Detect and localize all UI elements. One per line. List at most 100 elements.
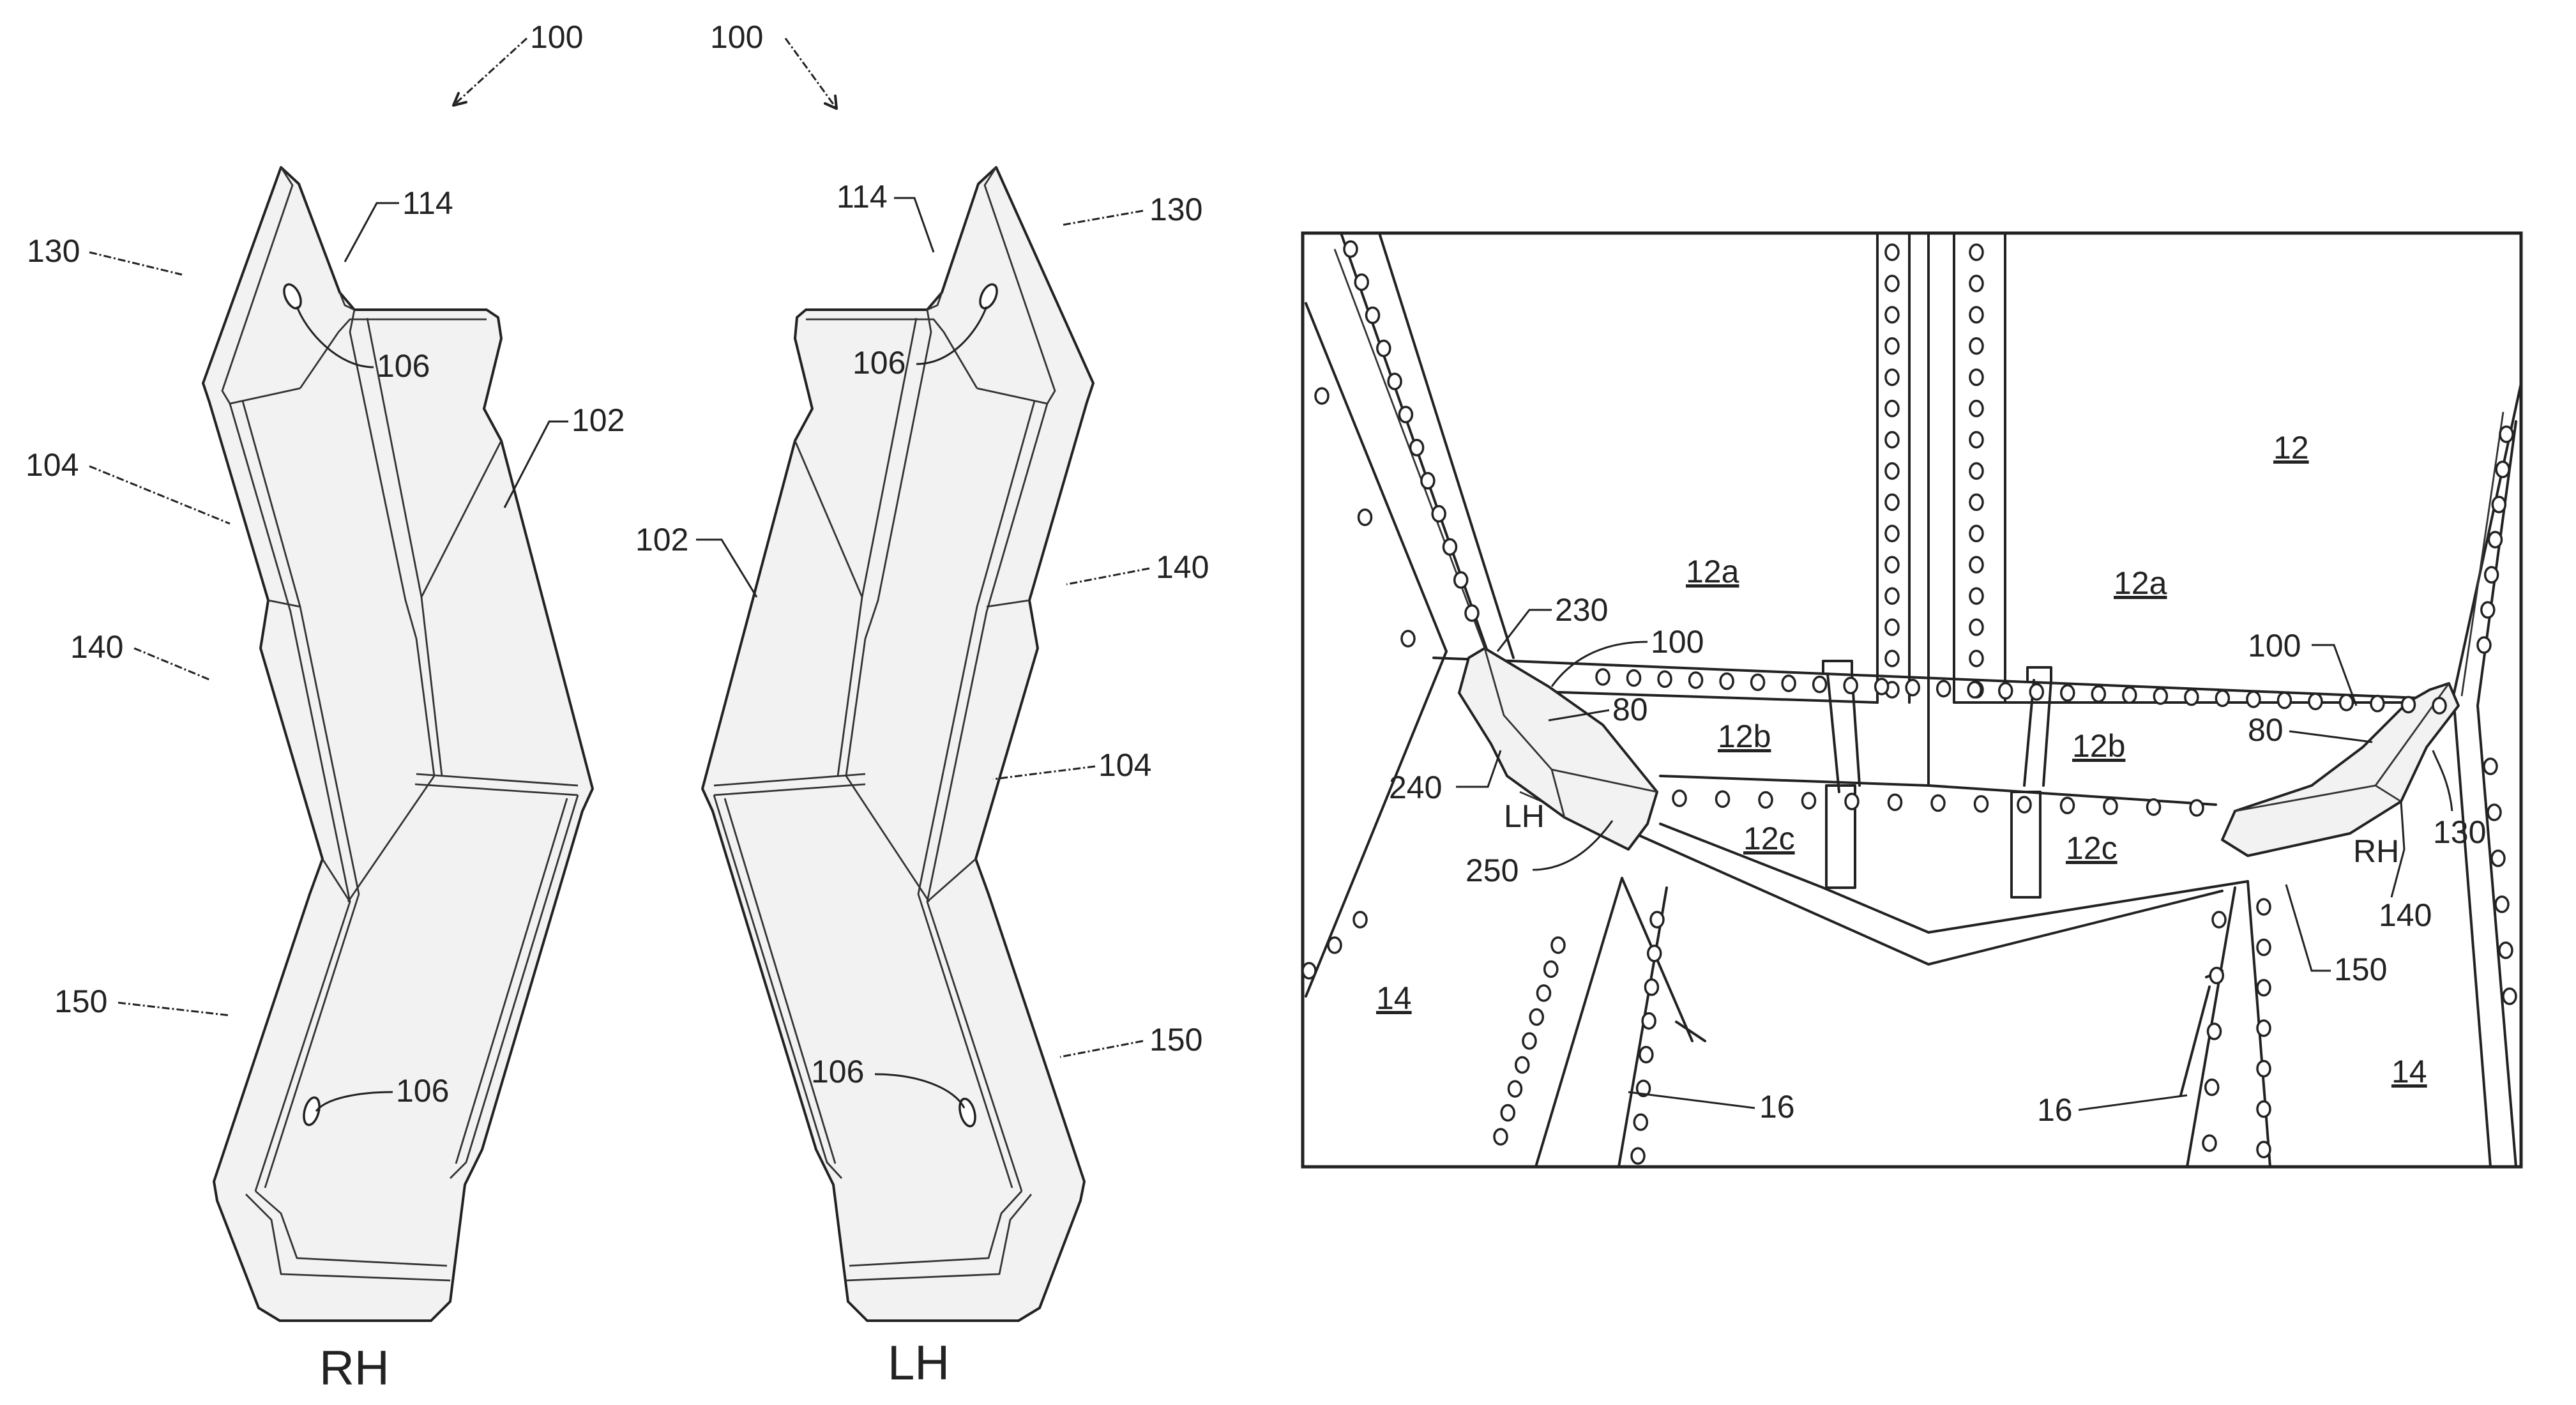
left-lower-panel-2-rivet xyxy=(1640,1047,1653,1062)
lh-ref-104: 104 xyxy=(1098,747,1151,783)
stringer-12c-rivet xyxy=(2061,798,2074,813)
ref-rh: RH xyxy=(2353,833,2399,869)
rh-ref-130: 130 xyxy=(27,233,80,269)
stringer-12b-rivet xyxy=(2216,690,2229,706)
stringer-12c-rivet xyxy=(1889,794,1902,810)
center-frame-right-rivet xyxy=(1970,619,1983,635)
left-lower-panel-rivet xyxy=(1516,1058,1529,1073)
right-spar-rivet xyxy=(2485,567,2498,582)
stringer-12b-rivet xyxy=(2154,688,2167,704)
stringer-12b-rivet xyxy=(1906,680,1919,695)
right-lower-edge-rivet xyxy=(2499,943,2512,958)
left-spar-rivet xyxy=(1377,340,1390,356)
right-lower-panel-2-rivet xyxy=(2257,980,2270,996)
left-spar-outer-rivet xyxy=(1359,510,1372,525)
stringer-12b-rivet xyxy=(2061,685,2074,701)
stringer-12b-rivet xyxy=(1844,678,1857,693)
left-spar-rivet xyxy=(1466,605,1478,621)
center-frame-right-rivet xyxy=(1970,245,1983,260)
rh-ref-106a: 106 xyxy=(377,348,430,384)
lh-view-label: LH xyxy=(888,1336,950,1390)
stringer-12b-rivet xyxy=(1999,683,2012,699)
right-lower-panel-2-rivet xyxy=(2257,1061,2270,1076)
right-spar-rivet xyxy=(2500,427,2513,442)
left-spar-rivet xyxy=(1367,308,1379,323)
center-frame-left-rivet xyxy=(1886,307,1898,323)
stringer-12c-rivet xyxy=(2190,800,2203,816)
ref-130: 130 xyxy=(2433,814,2486,850)
assembly-view xyxy=(1303,233,2521,1167)
right-lower-panel-2-rivet xyxy=(2257,899,2270,915)
stringer-12c-rivet xyxy=(1803,793,1815,809)
center-frame-left-rivet xyxy=(1886,619,1898,635)
left-lower-edge-rivet xyxy=(1354,912,1367,927)
center-frame-right-rivet xyxy=(1970,651,1983,666)
right-lower-edge-rivet xyxy=(2492,851,2504,866)
stringer-12b-rivet xyxy=(1596,669,1609,685)
center-frame-left-rivet xyxy=(1886,245,1898,260)
lh-bracket-outline xyxy=(702,167,1093,1321)
stringer-12b-rivet xyxy=(2433,698,2446,713)
ref-240: 240 xyxy=(1389,770,1442,805)
left-spar-rivet xyxy=(1344,241,1357,257)
center-frame-right-rivet xyxy=(1970,526,1983,541)
left-lower-panel-rivet xyxy=(1530,1010,1543,1025)
left-lower-panel-2-rivet xyxy=(1645,980,1658,995)
rh-ref-102: 102 xyxy=(572,402,625,438)
rh-ref-104: 104 xyxy=(26,447,79,483)
rh-view-label: RH xyxy=(319,1341,390,1395)
lh-bracket xyxy=(702,167,1093,1321)
ref-150: 150 xyxy=(2334,952,2387,987)
ref-12: 12 xyxy=(2273,430,2309,466)
ref-16-left: 16 xyxy=(1759,1089,1795,1125)
left-lower-panel-2-rivet xyxy=(1648,946,1661,961)
left-lower-panel-2-rivet xyxy=(1632,1148,1644,1164)
lh-ref-106b: 106 xyxy=(811,1054,864,1090)
ref-12c-right: 12c xyxy=(2066,830,2118,866)
left-lower-panel-rivet xyxy=(1494,1129,1507,1144)
ref-100-right: 100 xyxy=(2248,628,2301,664)
stringer-12b-rivet xyxy=(1658,671,1671,687)
left-lower-edge-rivet xyxy=(1328,938,1341,953)
left-spar-rivet xyxy=(1443,539,1456,554)
right-spar-rivet xyxy=(2481,602,2494,618)
right-lower-panel-2-rivet xyxy=(2257,1142,2270,1157)
right-lower-panel-rivet xyxy=(2206,1080,2218,1095)
center-frame-right-rivet xyxy=(1970,464,1983,479)
stringer-12c-rivet xyxy=(1716,791,1729,807)
right-lower-edge-rivet xyxy=(2496,897,2508,912)
left-lower-panel-rivet xyxy=(1523,1033,1536,1049)
right-spar-rivet xyxy=(2489,532,2502,547)
ref-80-right: 80 xyxy=(2248,712,2284,748)
rh-ref-106b: 106 xyxy=(396,1073,449,1109)
stringer-12b-rivet xyxy=(2278,693,2291,708)
right-spar-rivet xyxy=(2478,637,2490,653)
center-frame-right-rivet xyxy=(1970,557,1983,572)
stringer-12b-rivet xyxy=(2402,697,2414,712)
rh-ref-150: 150 xyxy=(54,984,107,1019)
stringer-12b-rivet xyxy=(2340,695,2352,710)
ref-14-left: 14 xyxy=(1376,980,1412,1016)
rh-ref-114: 114 xyxy=(402,185,453,221)
left-lower-panel-2-rivet xyxy=(1651,912,1663,927)
stringer-12b-rivet xyxy=(1814,677,1826,692)
ref-16-right: 16 xyxy=(2037,1092,2073,1128)
center-frame-left-rivet xyxy=(1886,588,1898,604)
left-spar-rivet xyxy=(1355,275,1368,290)
right-lower-panel-2-rivet xyxy=(2257,1102,2270,1117)
stringer-12c-rivet xyxy=(1932,796,1944,811)
ref-14-right: 14 xyxy=(2391,1054,2427,1090)
lh-ref-150: 150 xyxy=(1149,1022,1202,1058)
ref-140: 140 xyxy=(2379,897,2432,933)
lh-ref-106a: 106 xyxy=(852,345,905,381)
stringer-12b-rivet xyxy=(1782,676,1795,691)
lh-ref-102: 102 xyxy=(635,522,688,558)
rh-ref-140: 140 xyxy=(70,629,123,665)
ref-100-left: 100 xyxy=(1651,624,1704,660)
center-frame-right-rivet xyxy=(1970,588,1983,604)
right-spar-rivet xyxy=(2492,497,2505,512)
ref-12a-right: 12a xyxy=(2114,565,2167,601)
left-lower-panel-rivet xyxy=(1552,938,1565,953)
rh-bracket-outline xyxy=(203,167,593,1321)
